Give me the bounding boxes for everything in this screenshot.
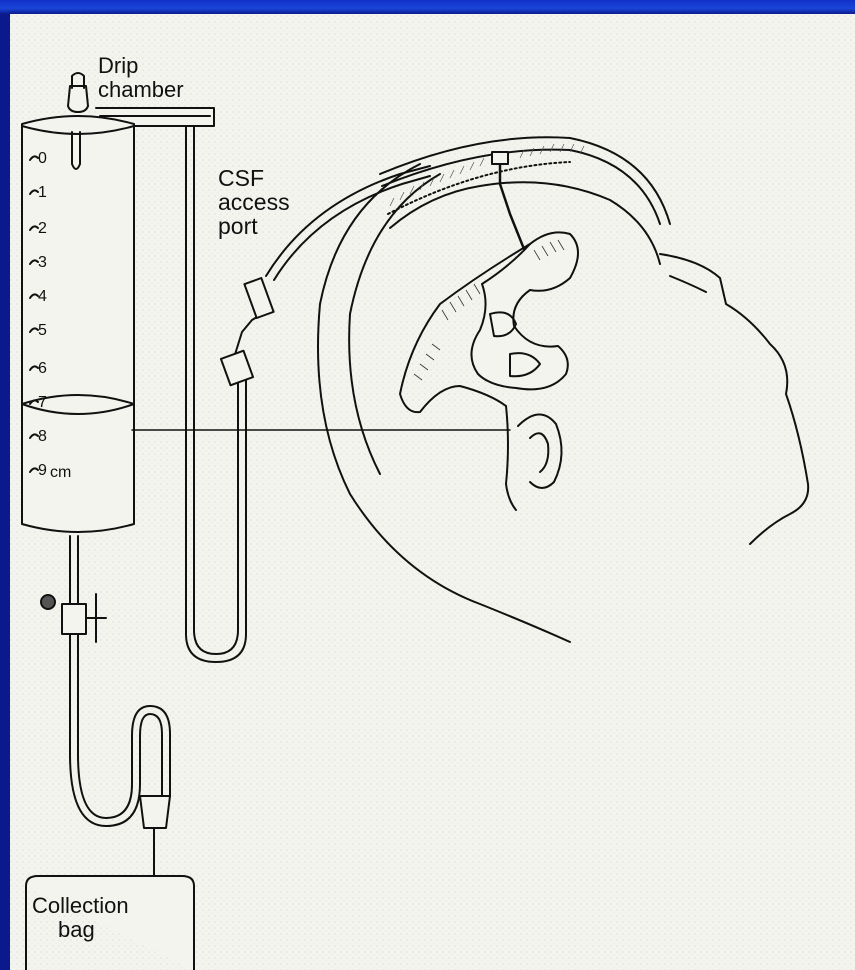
title-bar	[0, 0, 855, 14]
diagram-svg	[10, 14, 855, 970]
scale-tick-0: 0	[38, 150, 47, 168]
scale-tick-2: 2	[38, 220, 47, 238]
scale-tick-4: 4	[38, 288, 47, 306]
csf-label-line-2: access	[218, 190, 290, 214]
scale-tick-3: 3	[38, 254, 47, 272]
scale-tick-8: 8	[38, 428, 47, 446]
scale-unit-cm: cm	[50, 464, 71, 482]
drip-label-line-2: chamber	[98, 78, 184, 102]
diagram-canvas: Drip chamber CSF access port Collection …	[10, 14, 855, 970]
burr-hole-fitting	[492, 152, 508, 164]
drip-chamber-cap	[68, 86, 88, 112]
label-collection-bag: Collection bag	[32, 894, 129, 942]
paper-texture	[10, 14, 855, 970]
scale-tick-1: 1	[38, 184, 47, 202]
scale-tick-9: 9	[38, 462, 47, 480]
bag-connector	[140, 796, 170, 828]
drip-label-line-1: Drip	[98, 54, 184, 78]
stopcock-body	[62, 604, 86, 634]
label-drip-chamber: Drip chamber	[98, 54, 184, 102]
bag-label-line-1: Collection	[32, 894, 129, 918]
stopcock-knob	[41, 595, 55, 609]
label-csf-access-port: CSF access port	[218, 166, 290, 238]
bag-label-line-2: bag	[32, 918, 129, 942]
csf-label-line-1: CSF	[218, 166, 290, 190]
scale-tick-7: 7	[38, 394, 47, 412]
scale-tick-6: 6	[38, 360, 47, 378]
scale-tick-5: 5	[38, 322, 47, 340]
csf-label-line-3: port	[218, 214, 290, 238]
